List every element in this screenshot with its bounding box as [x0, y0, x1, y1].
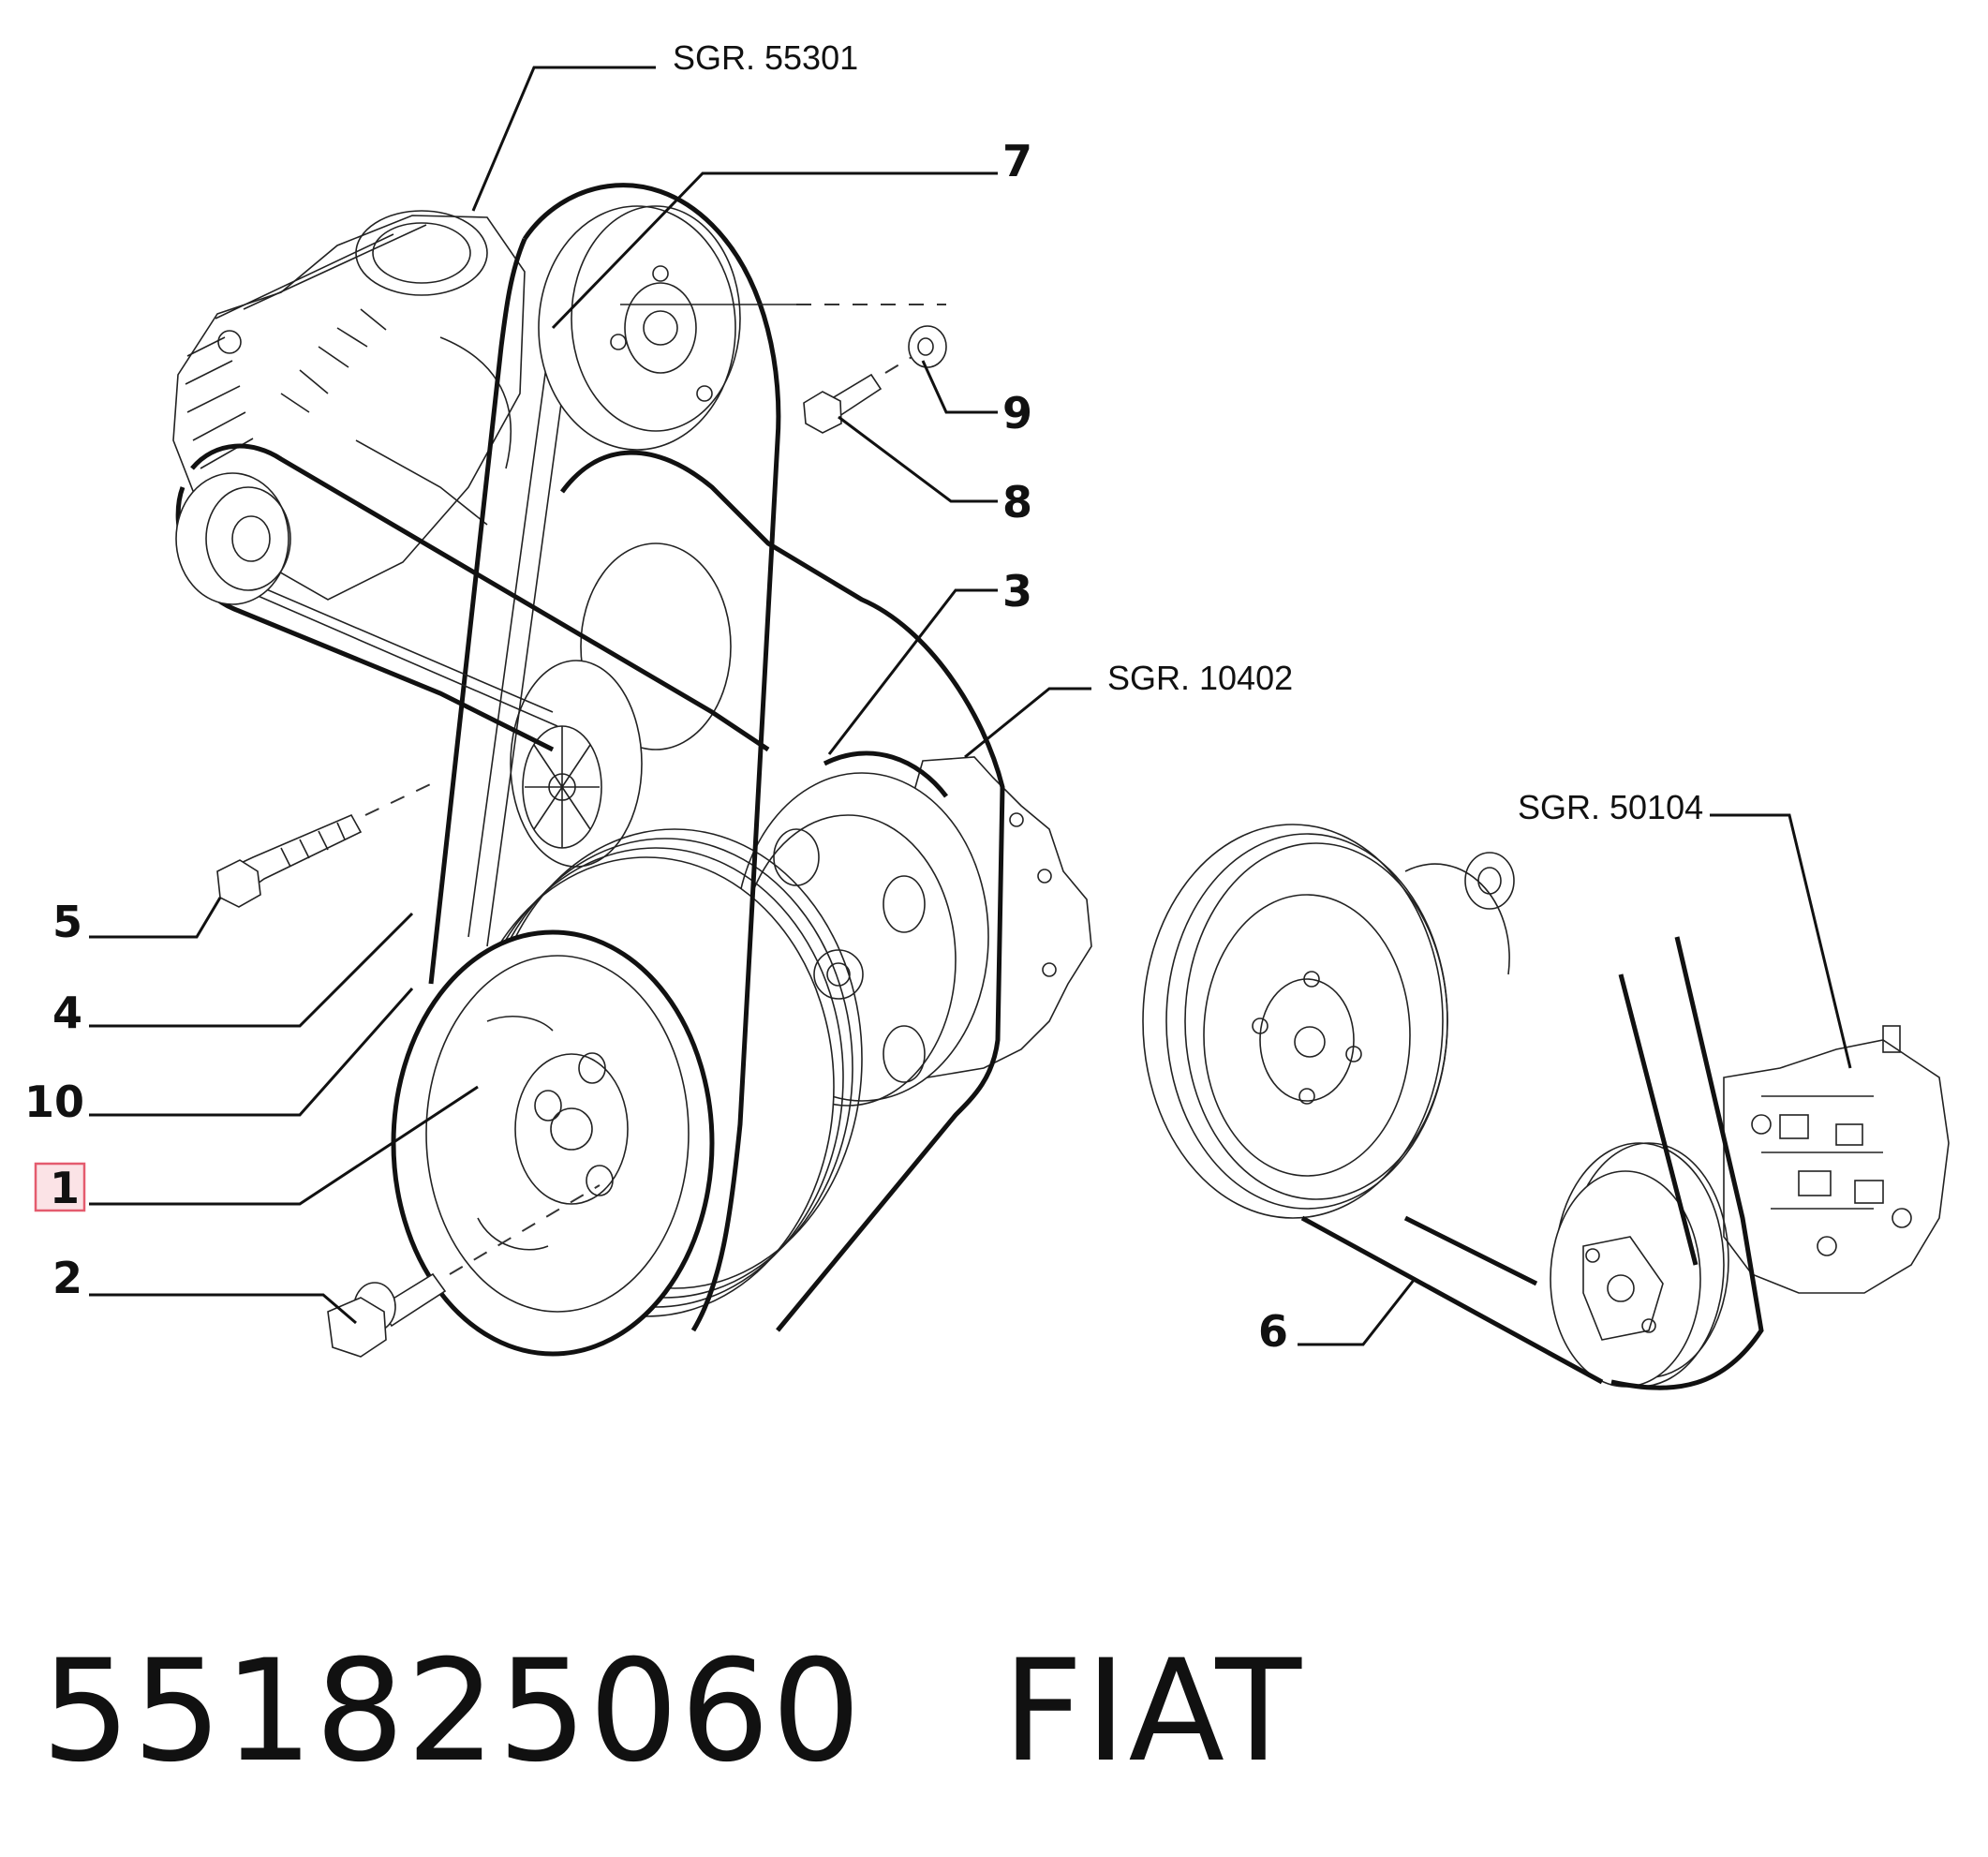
- brand-name: FIAT: [1001, 1630, 1304, 1793]
- callout-6[interactable]: 6: [1258, 1306, 1288, 1357]
- callout-1[interactable]: 1: [50, 1163, 80, 1213]
- ref-label-alternator[interactable]: SGR. 55301: [673, 38, 858, 77]
- injection-pump-drawing: [1723, 1025, 1950, 1294]
- washer-9: [908, 325, 947, 368]
- callout-7[interactable]: 7: [1002, 136, 1032, 186]
- bolt-8: [803, 355, 914, 434]
- callout-4[interactable]: 4: [52, 988, 82, 1038]
- part-number: 551825060: [41, 1630, 863, 1793]
- part-footer: 551825060 FIAT: [41, 1630, 1303, 1793]
- leader-lines: [89, 66, 1852, 1346]
- crankshaft-pulley: [391, 828, 863, 1357]
- callout-8[interactable]: 8: [1002, 477, 1032, 527]
- ref-label-compressor[interactable]: SGR. 10402: [1107, 659, 1293, 697]
- pump-belt: [1300, 936, 1764, 1390]
- bolt-5: [216, 779, 441, 908]
- alternator-pulley: [175, 472, 291, 605]
- callout-10[interactable]: 10: [24, 1077, 84, 1127]
- callout-3[interactable]: 3: [1002, 566, 1032, 617]
- pump-drive-pulley: [1550, 1142, 1729, 1388]
- ref-label-pump[interactable]: SGR. 50104: [1518, 788, 1703, 826]
- pump-pulley-assembly: [1142, 824, 1515, 1219]
- callout-1-highlight: [34, 1162, 86, 1212]
- tensioner-pulley: [510, 542, 732, 868]
- main-drive-belt: [175, 183, 1005, 1332]
- callout-2[interactable]: 2: [52, 1253, 82, 1303]
- callout-5[interactable]: 5: [52, 897, 82, 947]
- top-idler-pulley: [538, 205, 741, 451]
- callout-9[interactable]: 9: [1002, 388, 1032, 438]
